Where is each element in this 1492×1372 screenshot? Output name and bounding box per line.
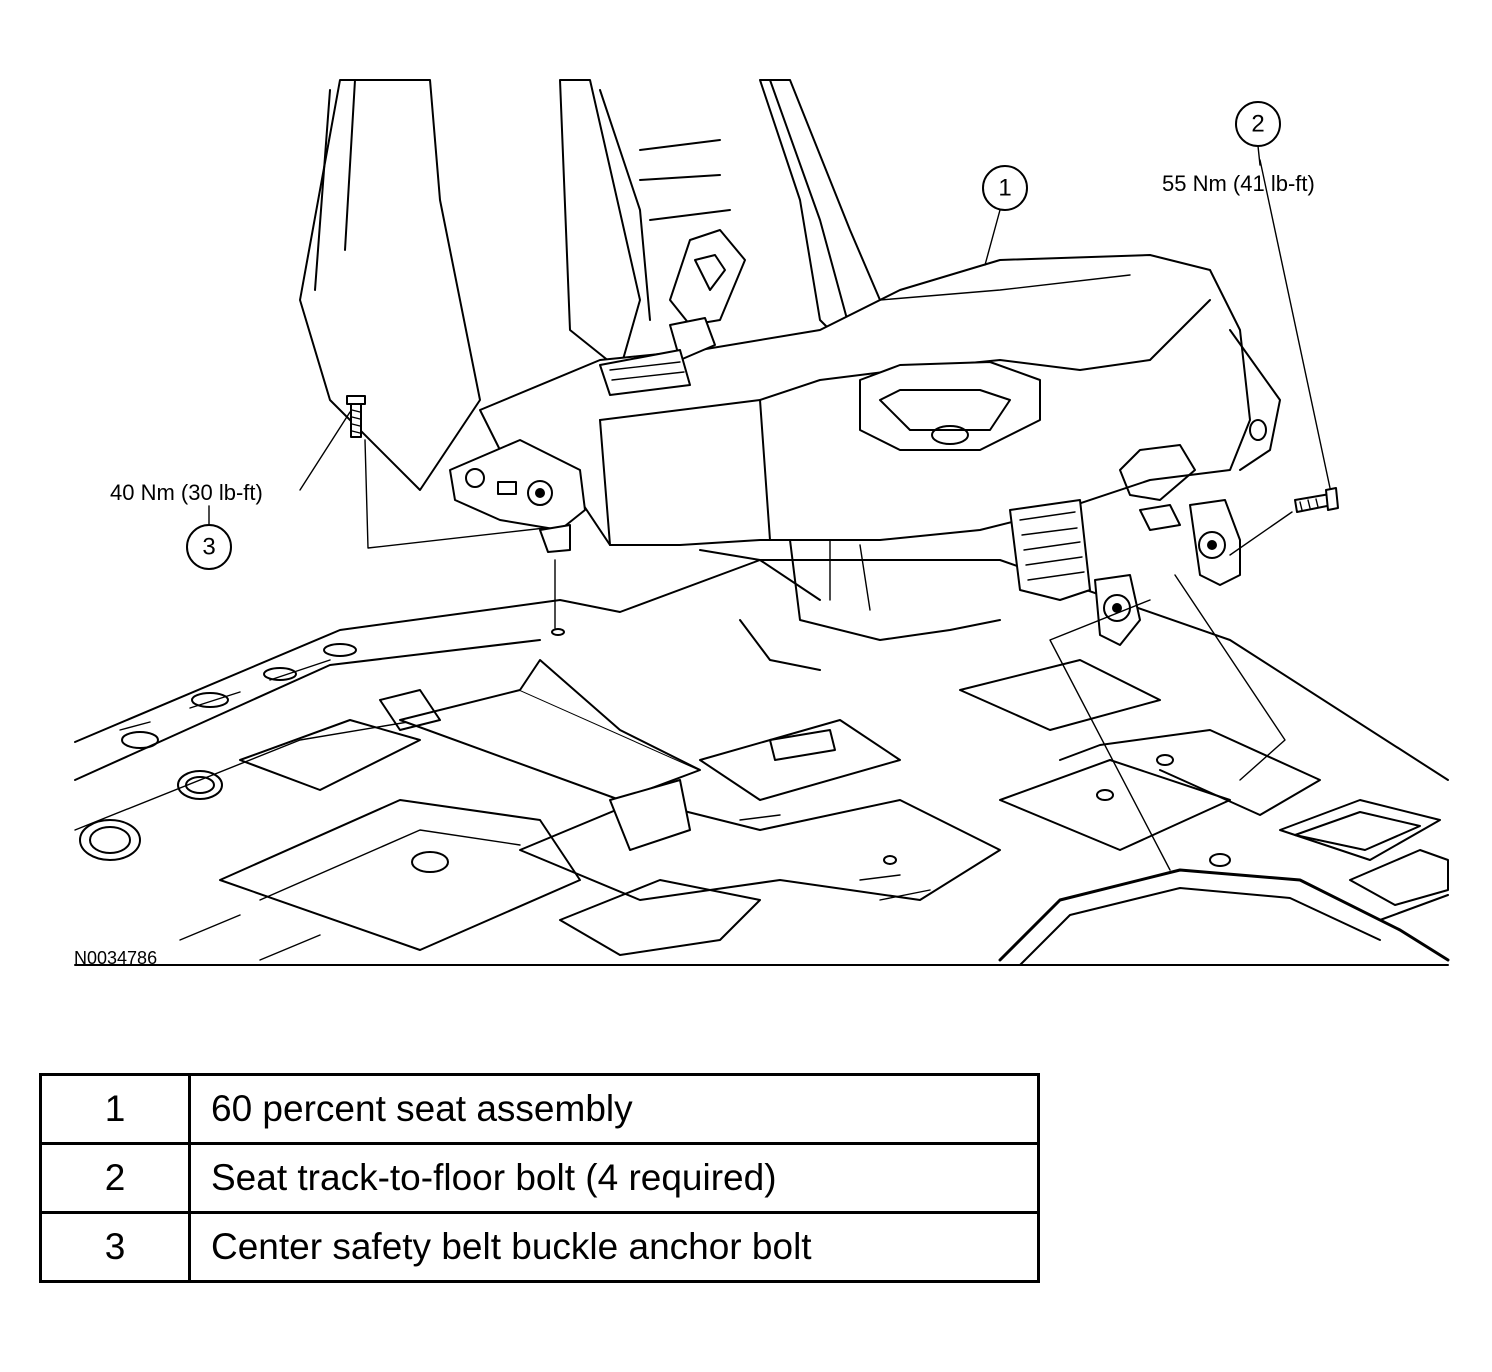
- legend-description: Seat track-to-floor bolt (4 required): [188, 1142, 1040, 1214]
- table-row: 2 Seat track-to-floor bolt (4 required): [39, 1142, 1040, 1214]
- callout-3-number: 3: [202, 534, 215, 561]
- right-seat-bracket: [1009, 444, 1241, 646]
- seat-back: [299, 79, 881, 491]
- left-seat-bracket: [449, 439, 586, 553]
- legend-table: 1 60 percent seat assembly 2 Seat track-…: [39, 1073, 1040, 1283]
- legend-description: Center safety belt buckle anchor bolt: [188, 1211, 1040, 1283]
- legend-number: 2: [39, 1142, 191, 1214]
- table-row: 3 Center safety belt buckle anchor bolt: [39, 1211, 1040, 1283]
- floor-seat-belt: [379, 659, 701, 851]
- bolt-3: [346, 395, 565, 636]
- callout-2: 2 55 Nm (41 lb-ft): [1162, 101, 1315, 196]
- callout-2-torque: 55 Nm (41 lb-ft): [1162, 171, 1315, 196]
- floor-pan: [74, 559, 1450, 966]
- callout-1-number: 1: [998, 175, 1011, 202]
- callout-3-torque: 40 Nm (30 lb-ft): [110, 480, 263, 505]
- legend-number: 3: [39, 1211, 191, 1283]
- seat-belt-buckle: [599, 229, 746, 396]
- seat-installation-diagram: 1 2 55 Nm (41 lb-ft) 40 Nm (30 lb-ft) 3 …: [74, 79, 1450, 968]
- seat-cushion: [479, 254, 1281, 671]
- bolt-2: [1049, 159, 1339, 871]
- legend-description: 60 percent seat assembly: [188, 1073, 1040, 1145]
- callout-2-number: 2: [1251, 111, 1264, 138]
- legend-number: 1: [39, 1073, 191, 1145]
- table-row: 1 60 percent seat assembly: [39, 1073, 1040, 1145]
- callout-3: 40 Nm (30 lb-ft) 3: [110, 411, 351, 570]
- callout-1: 1: [982, 165, 1028, 266]
- figure-id: N0034786: [74, 948, 157, 968]
